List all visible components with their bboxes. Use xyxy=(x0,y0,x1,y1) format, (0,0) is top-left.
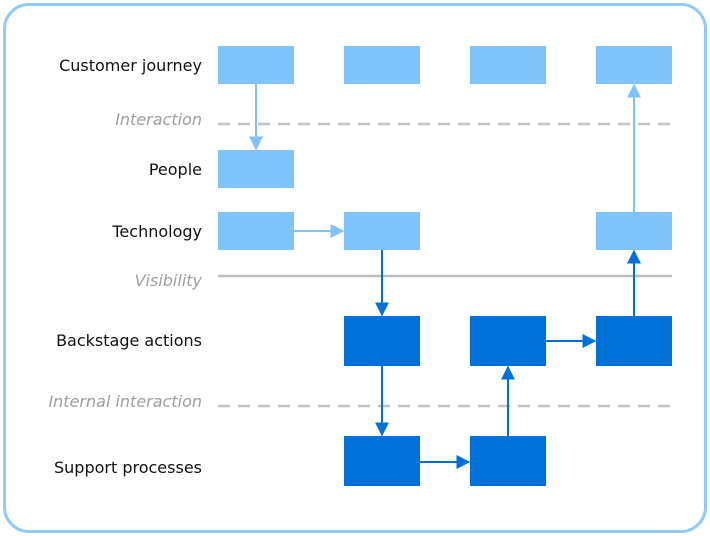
technology-box-2 xyxy=(344,212,420,250)
backstage-box-2 xyxy=(344,316,420,366)
row-label-people: People xyxy=(148,160,202,179)
row-label-visibility: Visibility xyxy=(134,271,202,290)
customer-journey-box-1 xyxy=(218,46,294,84)
technology-box-1 xyxy=(218,212,294,250)
customer-journey-box-2 xyxy=(344,46,420,84)
backstage-box-3 xyxy=(470,316,546,366)
row-label-interaction: Interaction xyxy=(115,110,202,129)
technology-box-4 xyxy=(596,212,672,250)
support-box-2 xyxy=(344,436,420,486)
row-label-internal-interaction: Internal interaction xyxy=(48,392,202,411)
row-label-backstage-actions: Backstage actions xyxy=(56,331,202,350)
support-box-3 xyxy=(470,436,546,486)
row-label-technology: Technology xyxy=(112,222,202,241)
customer-journey-box-4 xyxy=(596,46,672,84)
row-label-customer-journey: Customer journey xyxy=(59,56,202,75)
backstage-box-4 xyxy=(596,316,672,366)
people-box-1 xyxy=(218,150,294,188)
customer-journey-box-3 xyxy=(470,46,546,84)
row-label-support-processes: Support processes xyxy=(54,458,202,477)
